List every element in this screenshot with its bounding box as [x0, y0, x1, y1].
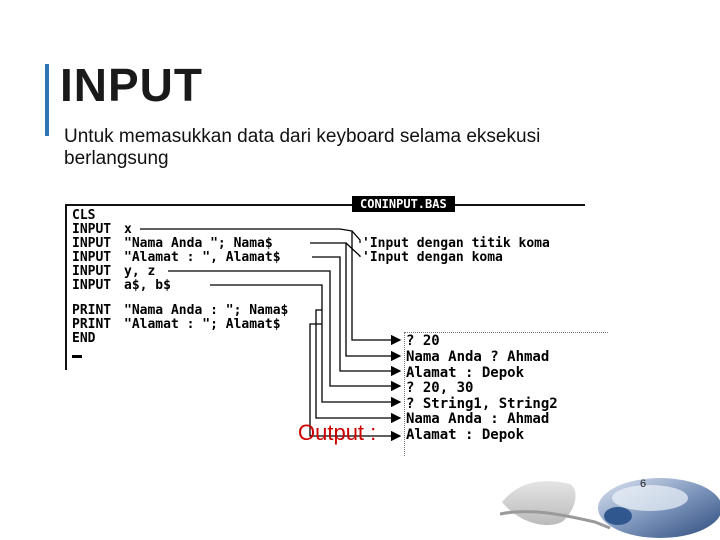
code-line-3-args: "Nama Anda "; Nama$: [124, 236, 273, 251]
output-line-3: Alamat : Depok: [406, 365, 525, 381]
code-line-4-args: "Alamat : ", Alamat$: [124, 250, 281, 265]
code-line-6-args: a$, b$: [124, 278, 171, 293]
slide-body-text: Untuk memasukkan data dari keyboard sela…: [64, 126, 541, 169]
code-line-2-keyword: INPUT: [72, 222, 112, 237]
code-line-3-keyword: INPUT: [72, 236, 112, 251]
arrow-input-yz: [168, 270, 402, 392]
arrow-print-alamat: [309, 323, 402, 442]
page-number: 6: [640, 478, 647, 490]
arrow-input-ab: [210, 284, 402, 408]
code-line-1-keyword: CLS: [72, 208, 96, 223]
title-accent-bar: [45, 64, 49, 136]
arrow-input-alamat: [312, 256, 402, 377]
code-line-9-keyword: END: [72, 331, 96, 346]
code-line-3-comment: 'Input dengan titik koma: [362, 236, 550, 251]
text-cursor: [72, 355, 82, 358]
output-top-border: [404, 332, 608, 334]
output-line-1: ? 20: [406, 333, 440, 349]
output-label: Output :: [298, 420, 377, 445]
code-line-7-args: "Nama Anda : "; Nama$: [124, 303, 289, 318]
code-line-8-args: "Alamat : "; Alamat$: [124, 317, 281, 332]
output-line-5: ? String1, String2: [406, 396, 558, 412]
computer-mouse-icon: [500, 478, 720, 538]
arrow-input-nama: [310, 242, 402, 362]
output-line-6: Nama Anda : Ahmad: [406, 411, 550, 427]
output-line-2: Nama Anda ? Ahmad: [406, 349, 550, 365]
output-line-4: ? 20, 30: [406, 380, 474, 396]
code-line-4-keyword: INPUT: [72, 250, 112, 265]
arrow-print-nama: [315, 309, 402, 424]
editor-filename: CONINPUT.BAS: [352, 196, 455, 212]
output-left-border: [404, 332, 406, 456]
slide-title: INPUT: [60, 59, 203, 111]
code-line-2-args: x: [124, 222, 132, 237]
code-line-5-keyword: INPUT: [72, 264, 112, 279]
code-line-4-comment: 'Input dengan koma: [362, 250, 503, 265]
editor-top-border: [65, 204, 585, 206]
code-line-6-keyword: INPUT: [72, 278, 112, 293]
program-output: [404, 332, 606, 456]
code-line-8-keyword: PRINT: [72, 317, 112, 332]
output-line-7: Alamat : Depok: [406, 427, 525, 443]
code-line-7-keyword: PRINT: [72, 303, 112, 318]
code-line-5-args: y, z: [124, 264, 156, 279]
editor-left-border: [65, 204, 67, 370]
